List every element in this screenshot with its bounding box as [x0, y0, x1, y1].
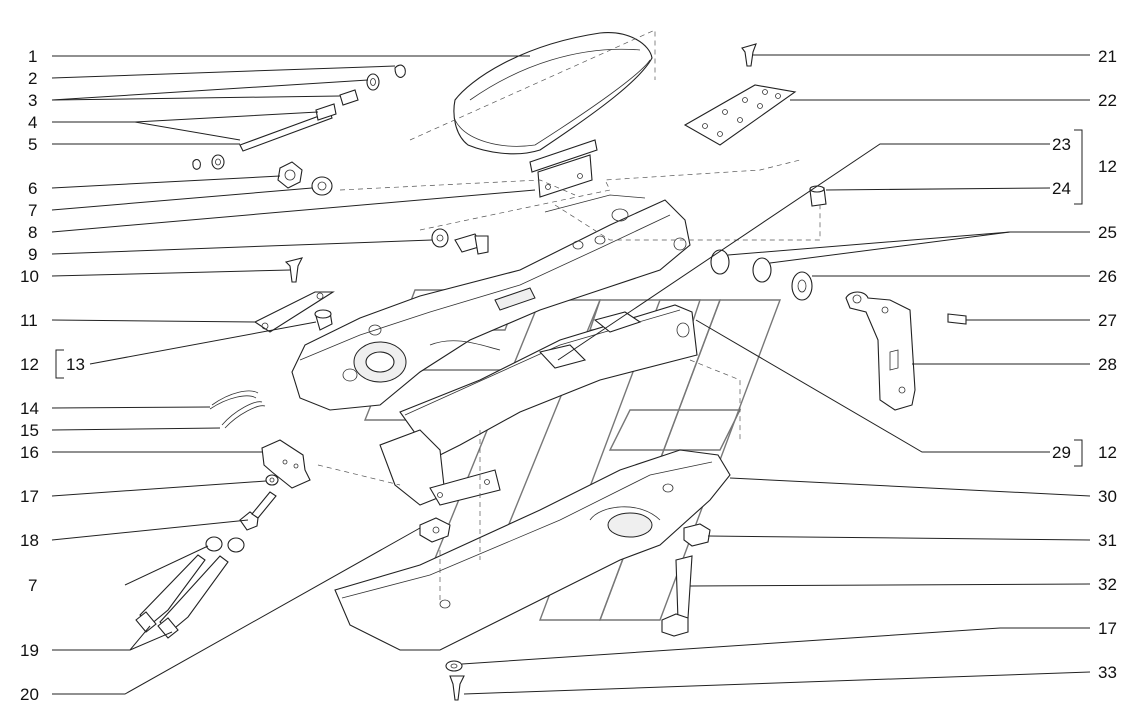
label-29: 29	[1052, 443, 1071, 462]
label-2: 2	[28, 69, 37, 88]
label-18: 18	[20, 531, 39, 550]
label-6: 6	[28, 179, 37, 198]
part-clip-15	[221, 401, 266, 429]
part-bolt-32	[661, 555, 693, 637]
part-nut-washer	[277, 161, 333, 196]
label-7b: 7	[28, 576, 37, 595]
part-nut-20	[419, 517, 451, 543]
part-nut-31	[683, 523, 711, 547]
labels-left: 1 2 3 4 5 6 7 8 9 10 11 12 13 14 15 16 1…	[20, 47, 85, 704]
part-bushing-24	[809, 185, 827, 207]
label-28: 28	[1098, 355, 1117, 374]
part-bolts-19	[135, 554, 229, 639]
label-22: 22	[1098, 91, 1117, 110]
label-4: 4	[28, 113, 37, 132]
label-11: 11	[20, 311, 38, 330]
part-side-bracket-28	[845, 291, 916, 411]
leader-lines	[51, 54, 1091, 695]
label-21: 21	[1098, 47, 1117, 66]
label-30: 30	[1098, 487, 1117, 506]
label-9: 9	[28, 245, 37, 264]
label-1: 1	[28, 47, 37, 66]
label-24: 24	[1052, 179, 1071, 198]
label-14: 14	[20, 399, 39, 418]
part-clip-14	[209, 390, 259, 410]
label-10: 10	[20, 267, 39, 286]
assembly-lines	[317, 29, 821, 600]
label-7: 7	[28, 201, 37, 220]
part-plug	[314, 309, 333, 331]
label-26: 26	[1098, 267, 1117, 286]
label-15: 15	[20, 421, 39, 440]
label-33: 33	[1098, 663, 1117, 682]
label-12-right-bottom: 12	[1098, 443, 1117, 462]
part-pins-washers	[192, 64, 406, 170]
label-23: 23	[1052, 135, 1071, 154]
part-washer-17-lower	[445, 660, 463, 672]
part-screw-plate	[253, 257, 335, 333]
part-small-bracket-16	[261, 439, 311, 489]
part-bolt-18	[239, 491, 277, 531]
part-screw-21	[741, 43, 757, 67]
part-bushings-25-26	[710, 249, 813, 301]
part-washer-17	[265, 474, 279, 486]
label-3: 3	[28, 91, 37, 110]
part-hinge	[529, 139, 598, 198]
labels-right: 21 22 23 24 12 25 26 27 28 29 12 30 31 3…	[1052, 47, 1117, 682]
label-27: 27	[1098, 311, 1117, 330]
part-plate-22	[683, 84, 797, 146]
part-screw-33	[449, 675, 465, 701]
label-16: 16	[20, 443, 39, 462]
label-20: 20	[20, 685, 39, 704]
label-5: 5	[28, 135, 37, 154]
label-31: 31	[1098, 531, 1117, 550]
label-8: 8	[28, 223, 37, 242]
label-19: 19	[20, 641, 39, 660]
label-12-left: 12	[20, 355, 39, 374]
part-bolt-washer-9	[431, 228, 489, 255]
part-base-tray-30	[334, 449, 731, 651]
label-12-right-top: 12	[1098, 157, 1117, 176]
label-13: 13	[66, 355, 85, 374]
part-armrest-pad	[453, 32, 653, 155]
label-17: 17	[20, 487, 39, 506]
label-32: 32	[1098, 575, 1117, 594]
part-pin-27	[947, 313, 967, 325]
part-upper-bracket	[291, 194, 691, 411]
label-17-right: 17	[1098, 619, 1117, 638]
label-25: 25	[1098, 223, 1117, 242]
part-washers-7	[205, 536, 245, 553]
